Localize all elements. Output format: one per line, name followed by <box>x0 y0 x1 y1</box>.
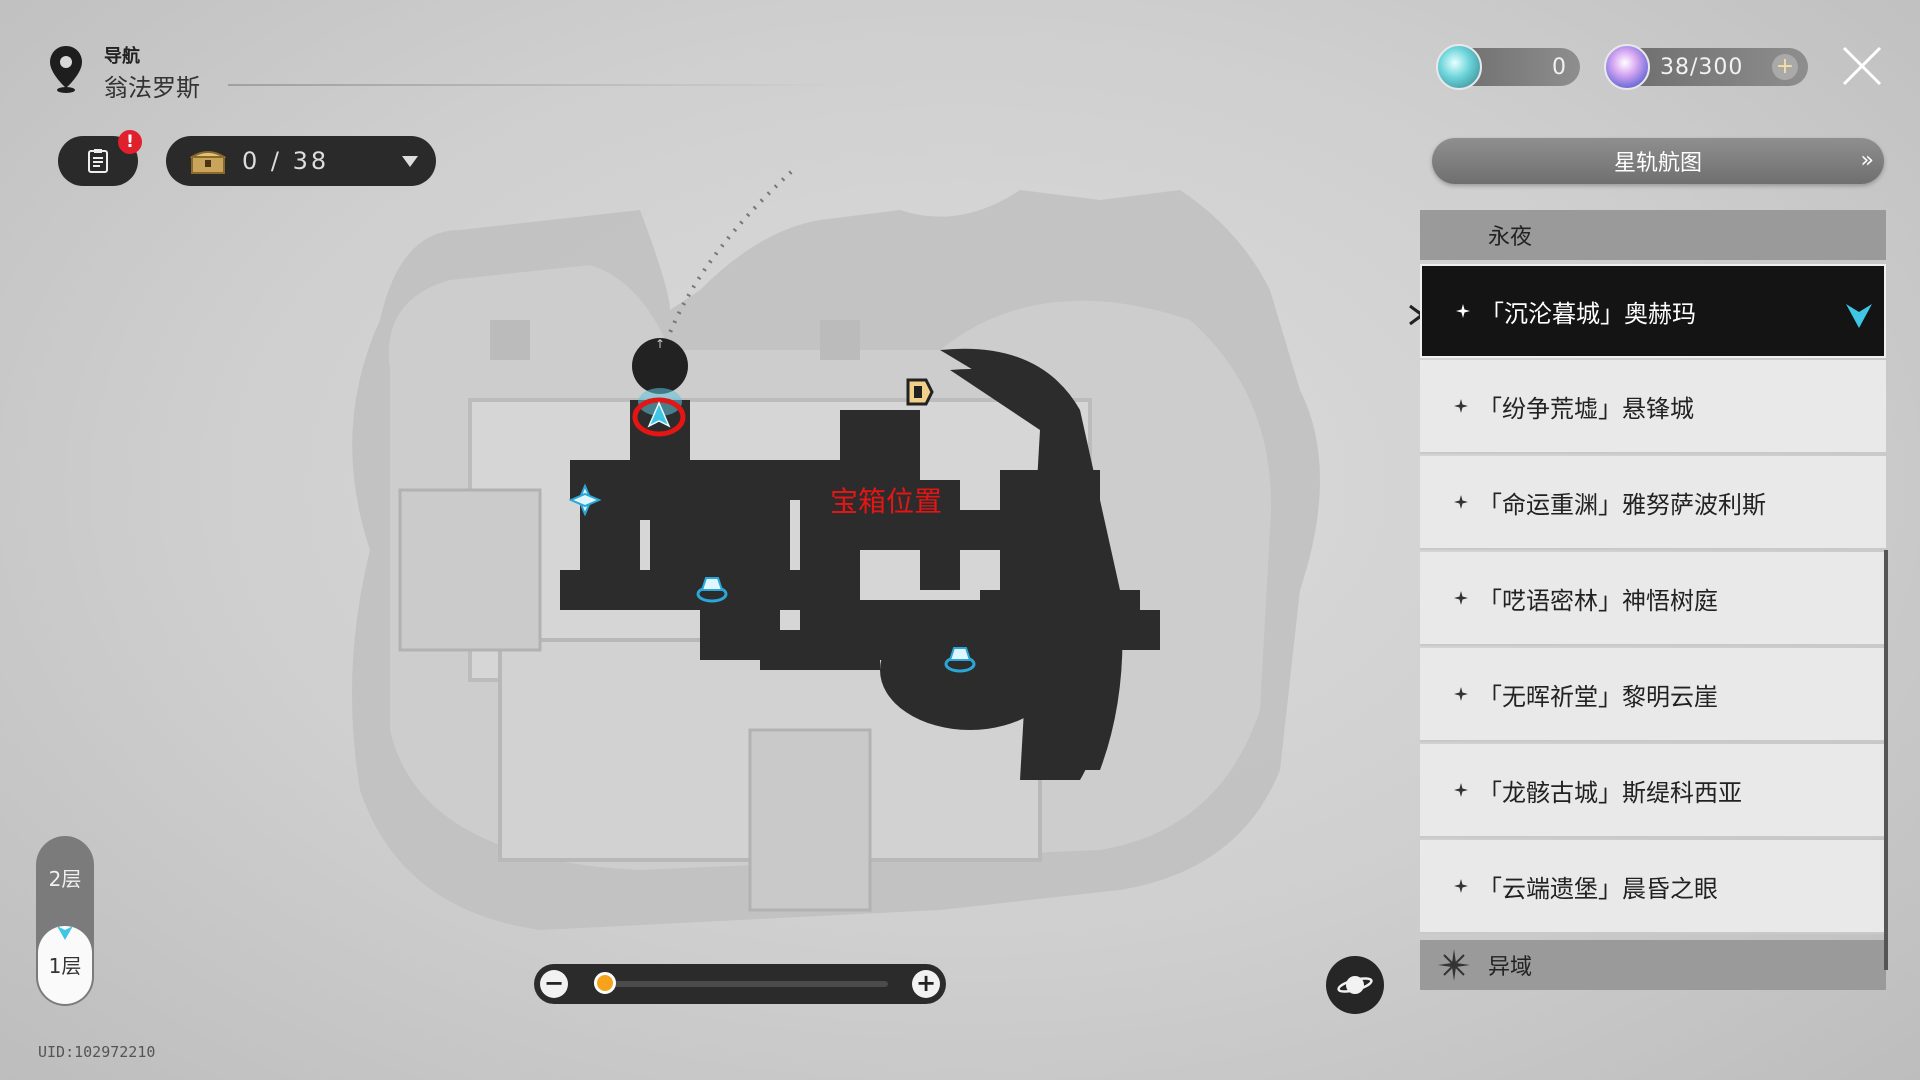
planet-icon <box>1337 976 1373 994</box>
add-power-button[interactable]: + <box>1772 54 1798 80</box>
map-block <box>398 488 542 652</box>
chest-count: 0 / 38 <box>242 147 330 175</box>
star-rail-map-button[interactable]: 星轨航图 » <box>1432 138 1884 184</box>
panel-scrollbar[interactable] <box>1884 550 1888 970</box>
sparkle-icon <box>1438 949 1470 981</box>
map-block <box>490 320 530 360</box>
close-icon[interactable] <box>1840 44 1884 88</box>
location-item[interactable]: 「纷争荒墟」悬锋城 <box>1420 360 1886 454</box>
user-id: UID:102972210 <box>38 1043 156 1061</box>
location-item-selected[interactable]: 「沉沦暮城」奥赫玛 <box>1420 264 1886 358</box>
location-label: 「云端遗堡」晨昏之眼 <box>1478 874 1718 903</box>
tower-arrow-icon: ↑ <box>655 337 665 351</box>
fuel-currency[interactable]: 0 <box>1436 44 1580 90</box>
exit-door-icon[interactable] <box>906 378 934 406</box>
star-icon <box>1454 591 1468 605</box>
clipboard-icon <box>88 149 108 173</box>
tower-dome <box>632 338 688 394</box>
location-item[interactable]: 「云端遗堡」晨昏之眼 <box>1420 840 1886 934</box>
star-icon <box>1454 879 1468 893</box>
star-icon <box>1454 687 1468 701</box>
map-block <box>748 728 872 912</box>
zoom-out-button[interactable]: − <box>540 970 568 998</box>
star-icon <box>1454 783 1468 797</box>
location-label: 「呓语密林」神悟树庭 <box>1478 586 1718 615</box>
section-title: 异域 <box>1488 955 1533 980</box>
map-block <box>820 320 860 360</box>
navigation-label: 导航 <box>104 46 140 67</box>
chevron-right-icon: » <box>1860 148 1875 173</box>
location-label: 「龙骸古城」斯缇科西亚 <box>1478 778 1742 807</box>
location-panel: 永夜 「沉沦暮城」奥赫玛 「纷争荒墟」悬锋城 「命运重渊」雅努萨波利斯 「呓语密… <box>1420 210 1888 1018</box>
location-item[interactable]: 「无晖祈堂」黎明云崖 <box>1420 648 1886 742</box>
current-floor-indicator-icon <box>57 926 73 940</box>
star-rail-map-label: 星轨航图 <box>1613 151 1702 176</box>
treasure-chest-icon <box>190 151 226 174</box>
location-label: 「命运重渊」雅努萨波利斯 <box>1478 490 1766 519</box>
navigation-header: 导航 翁法罗斯 <box>48 36 848 106</box>
east-corridor <box>950 369 1110 780</box>
planet-view-button[interactable] <box>1326 956 1384 1014</box>
location-item[interactable]: 「呓语密林」神悟树庭 <box>1420 552 1886 646</box>
power-currency[interactable]: 38/300 + <box>1604 44 1808 90</box>
zoom-in-button[interactable]: + <box>912 970 940 998</box>
location-label: 「无晖祈堂」黎明云崖 <box>1478 682 1718 711</box>
location-item[interactable]: 「龙骸古城」斯缇科西亚 <box>1420 744 1886 838</box>
star-icon <box>1454 399 1468 413</box>
region-name: 翁法罗斯 <box>104 74 200 102</box>
moon-icon <box>1444 221 1458 249</box>
star-icon <box>1454 495 1468 509</box>
floor-2-button[interactable]: 2层 <box>48 867 82 891</box>
zoom-slider-track[interactable] <box>594 981 888 987</box>
warp-trotter-icon[interactable] <box>696 577 728 603</box>
player-arrow-icon[interactable] <box>647 401 671 428</box>
location-pin-icon <box>50 46 82 93</box>
section-header-eternal-night[interactable]: 永夜 <box>1420 210 1886 260</box>
star-icon <box>1456 304 1470 318</box>
alert-badge: ! <box>118 130 142 154</box>
current-location-marker-icon <box>1846 304 1872 328</box>
trailblaze-power-icon <box>1604 44 1650 90</box>
highlight-circle <box>632 397 686 437</box>
location-label: 「沉沦暮城」奥赫玛 <box>1480 299 1696 328</box>
map-canvas[interactable]: ↑ <box>340 170 1400 960</box>
power-amount: 38/300 <box>1660 54 1744 80</box>
dropdown-arrow-icon <box>402 155 418 167</box>
warp-trotter-icon[interactable] <box>944 647 976 673</box>
treasure-chest-counter-dropdown[interactable]: 0 / 38 <box>166 136 436 186</box>
chest-location-annotation: 宝箱位置 <box>830 485 943 518</box>
trailblaze-fuel-icon <box>1436 44 1482 90</box>
location-item[interactable]: 「命运重渊」雅努萨波利斯 <box>1420 456 1886 550</box>
section-title: 永夜 <box>1488 225 1533 250</box>
location-label: 「纷争荒墟」悬锋城 <box>1478 394 1694 423</box>
zoom-slider-handle[interactable] <box>594 972 616 994</box>
space-anchor-icon[interactable] <box>568 483 602 517</box>
section-header-otherworld[interactable]: 异域 <box>1420 940 1886 990</box>
header-divider <box>228 84 848 86</box>
route-path <box>658 170 797 361</box>
fuel-amount: 0 <box>1552 54 1566 80</box>
